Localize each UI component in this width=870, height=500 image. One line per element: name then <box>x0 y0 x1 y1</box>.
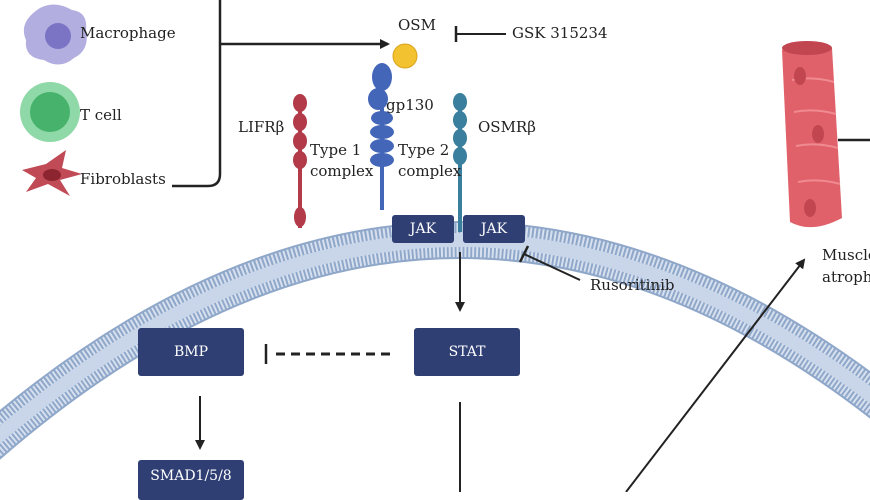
macrophage-label: Macrophage <box>80 24 176 42</box>
osm-ligand <box>392 43 418 69</box>
osm-label: OSM <box>398 16 436 34</box>
osmr-label: OSMRβ <box>478 118 536 136</box>
muscle-label-line2: atrophy <box>822 268 870 286</box>
lifr-receptor <box>293 94 307 228</box>
muscle-fiber-icon <box>782 41 842 228</box>
osmr-receptor <box>453 93 467 232</box>
fibroblasts-label: Fibroblasts <box>80 170 166 188</box>
type2-label-line2: complex <box>398 162 462 180</box>
gp130-label: gp130 <box>386 96 434 114</box>
stat-bmp-inhibition-line <box>264 344 396 364</box>
macrophage-icon <box>23 4 87 65</box>
jak-right-box: JAK <box>463 215 525 243</box>
gsk-label: GSK 315234 <box>512 24 608 42</box>
type1-label-line2: complex <box>310 162 374 180</box>
t-cell-icon <box>20 82 80 142</box>
atrophy-arrow <box>625 258 806 492</box>
type2-label-line1: Type 2 <box>398 141 450 159</box>
bmp-box: BMP <box>138 328 244 376</box>
t-cell-label: T cell <box>80 106 122 124</box>
smad-box: SMAD1/5/8 <box>138 460 244 500</box>
lifr-label: LIFRβ <box>238 118 285 136</box>
stat-box: STAT <box>414 328 520 376</box>
gsk-inhibition-line <box>454 26 506 42</box>
muscle-label-line1: Muscle <box>822 246 870 264</box>
jak-left-box: JAK <box>392 215 454 243</box>
type1-label-line1: Type 1 <box>310 141 362 159</box>
rusoritinib-label: Rusoritinib <box>590 276 675 294</box>
cell-membrane <box>0 221 870 460</box>
fibroblast-icon <box>22 150 82 196</box>
cell-to-osm-bracket <box>172 0 390 188</box>
rusoritinib-inhibition-line <box>518 245 581 281</box>
gp130-receptor <box>368 63 394 210</box>
